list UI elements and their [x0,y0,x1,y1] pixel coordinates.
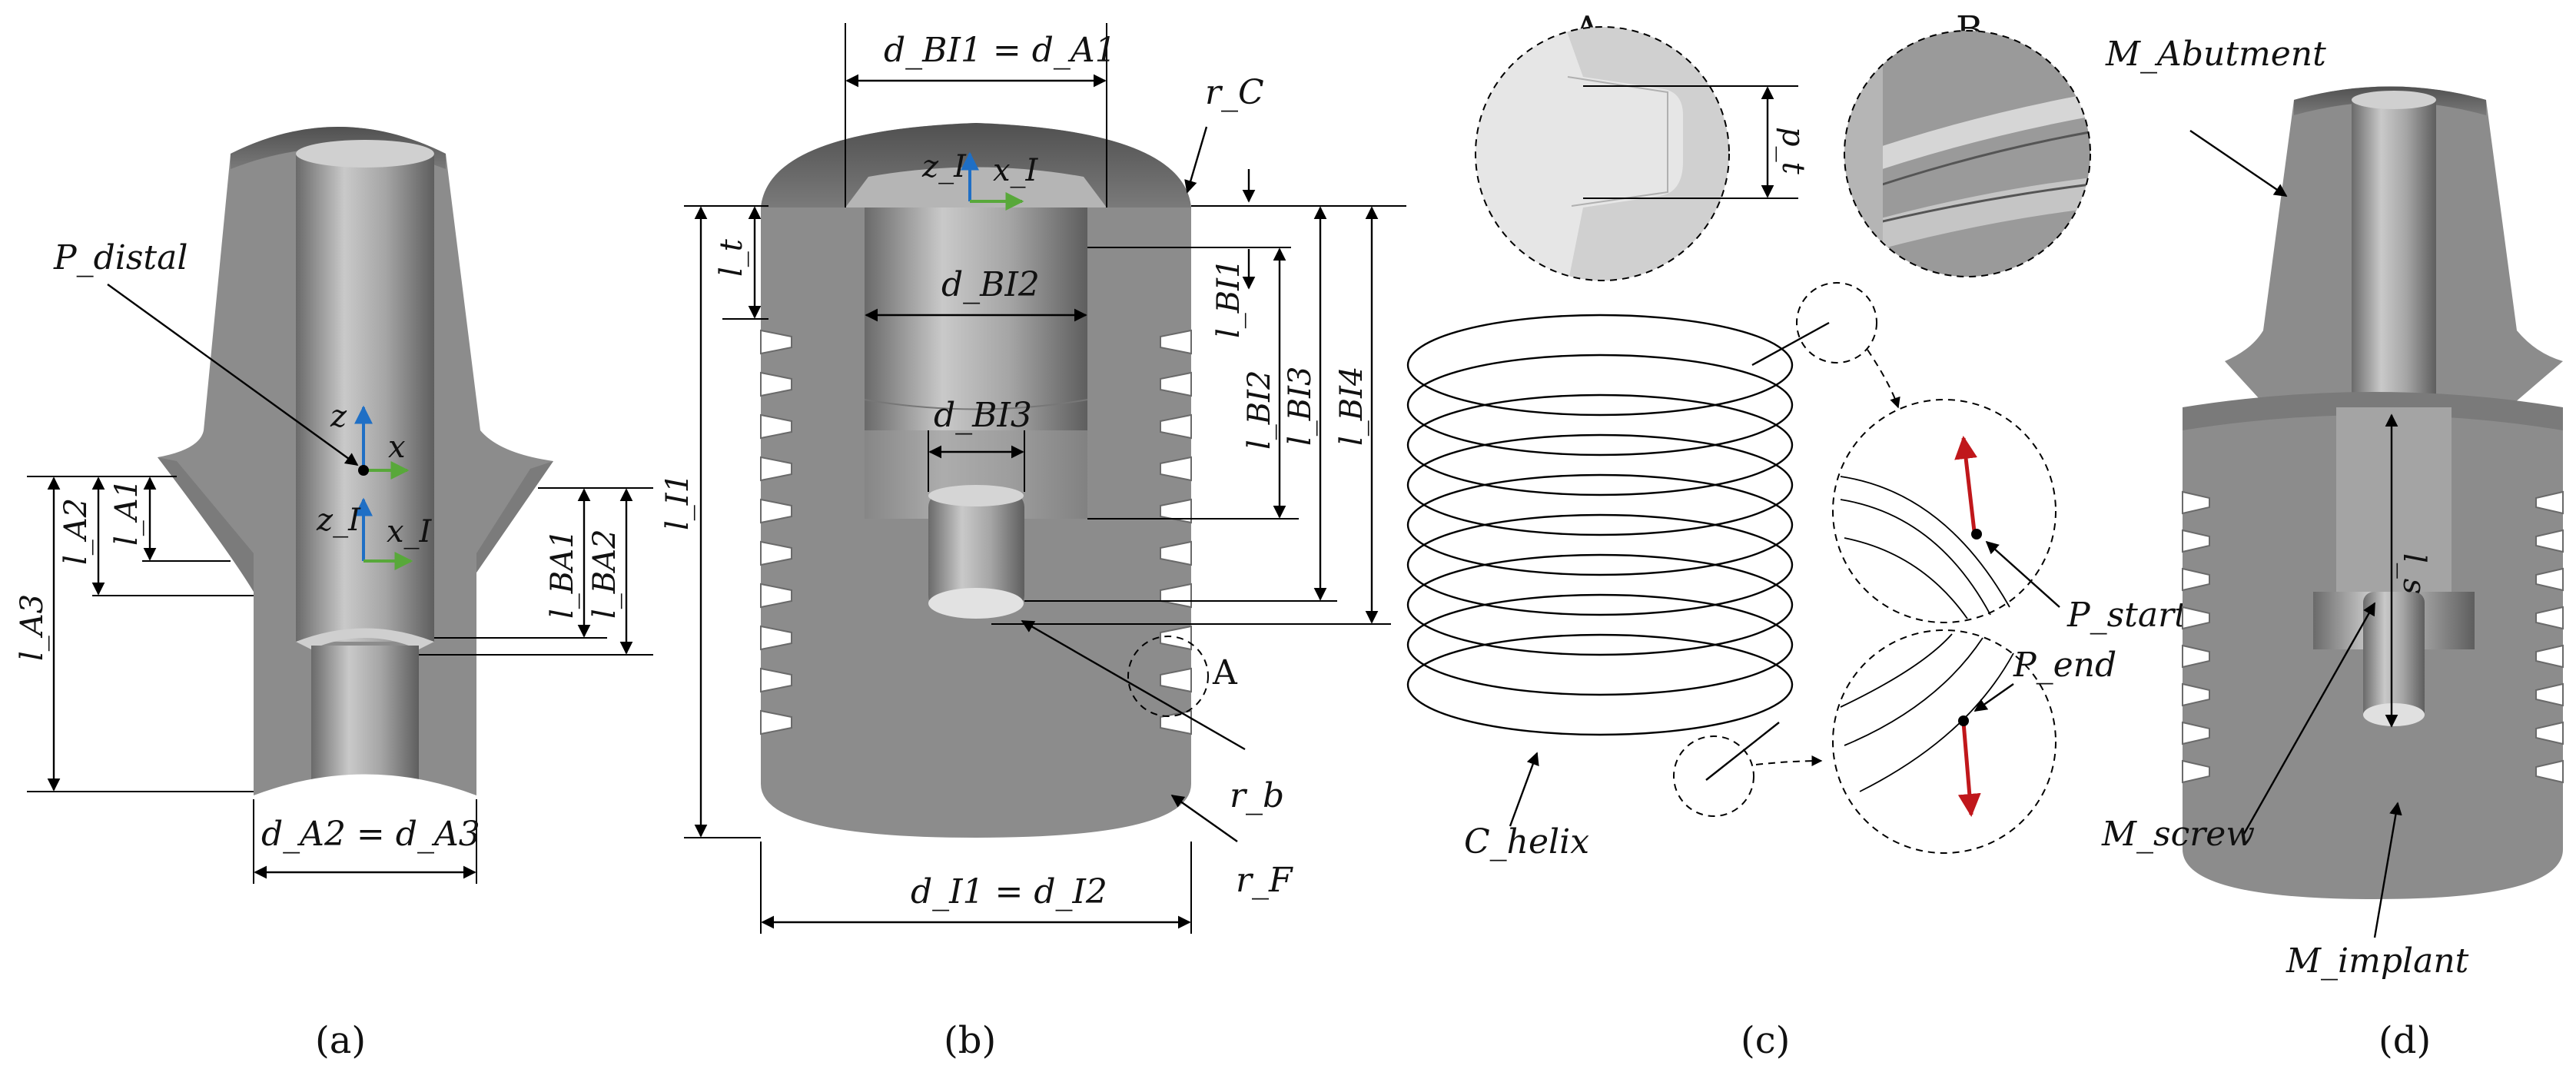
p-start-leader [1985,540,2060,608]
l-i1-label: l_I1 [660,473,695,530]
dimensions-b-left: l_t l_I1 [660,205,768,838]
p-distal-leader [107,284,359,466]
caption-d: (d) [2378,1019,2431,1062]
l-a2-label: l_A2 [58,498,94,565]
implant-body [761,123,1191,838]
start-direction-arrow [1954,436,1977,539]
r-f-label: r_F [1236,861,1293,900]
p-distal-label: P_distal [53,238,188,277]
l-a3-label: l_A3 [15,594,50,661]
axis-zi-label-b: z_I [921,149,967,184]
m-implant-label: M_implant [2286,941,2469,981]
dimensions-b-right: l_BI1 l_BI2 l_BI3 l_BI4 [991,205,1406,625]
implant-bore-lower [928,492,1024,611]
l-bi1-label: l_BI1 [1211,259,1247,338]
m-implant-leader [2373,802,2402,938]
caption-a: (a) [315,1019,366,1062]
m-abutment-leader [2189,130,2288,197]
d-i1-i2-label: d_I1 = d_I2 [911,872,1107,911]
detail-b-view [1844,30,2091,277]
axis-xi-label: x_I [387,514,433,549]
r-f-leader [1170,795,1238,842]
l-ba2-label: l_BA2 [587,529,622,619]
zoom-start-marker [1796,282,1877,364]
p-distal-point [358,465,369,476]
p-end-label: P_end [2013,646,2116,685]
l-a1-label: l_A1 [109,479,144,546]
l-bi3-label: l_BI3 [1283,367,1318,446]
dimensions-a-right: l_BA1 l_BA2 [419,487,653,656]
m-screw-label: M_screw [2101,815,2255,854]
zoom-end-view [1832,629,2056,854]
detail-a-marker [1127,636,1209,717]
l-bi4-label: l_BI4 [1334,367,1369,446]
r-b-label: r_b [1230,776,1284,815]
panel-a: z x z_I x_I P_distal l_A3 l_A2 l_A1 [15,127,653,1062]
thread-notches-d [2182,490,2564,784]
m-screw-leader [2242,602,2376,835]
p-end-point [1958,715,1969,726]
detail-a-marker-label: A [1212,653,1238,692]
p-end-leader [1973,683,2014,712]
c-helix-leader [1509,752,1539,827]
r-c-leader [1184,126,1208,194]
detail-a-view: p_t [1475,26,1811,281]
dimension-a-bottom: d_A2 = d_A3 [253,799,480,884]
zoom-start-view [1832,399,2056,623]
l-ba1-label: l_BA1 [545,529,580,619]
axis-zi-label: z_I [316,503,361,538]
caption-c: (c) [1741,1019,1790,1062]
assembly-body [2183,86,2563,899]
l-s-label: l_s [2396,553,2432,594]
zoom-end-arrow [1755,755,1823,767]
axis-z-label: z [330,399,347,434]
m-abutment-label: M_Abutment [2105,35,2326,74]
coordinate-axes-a: z x z_I x_I [316,399,433,570]
d-bi3-label: d_BI3 [934,396,1032,435]
dimension-b-top: d_BI1 = d_A1 [845,23,1117,207]
dimension-b-bottom: d_I1 = d_I2 [760,842,1192,934]
screw-shank [2336,407,2452,592]
l-bi2-label: l_BI2 [1242,370,1277,450]
r-b-leader [1021,619,1246,751]
axis-x-label: x [388,430,406,465]
helix-curve [1406,314,1830,781]
d-a2-a3-label: d_A2 = d_A3 [261,815,480,854]
d-bi1-a1-label: d_BI1 = d_A1 [884,31,1117,70]
assembly-upper-bore [2352,100,2436,407]
abutment-bore [296,154,434,642]
end-direction-arrow [1957,722,1981,817]
thread-notches-b-left [760,329,792,735]
coordinate-axes-b: z_I x_I [921,149,1039,211]
r-c-label: r_C [1205,73,1264,112]
p-t-label: p_t [1775,127,1811,175]
panel-d: l_s M_Abutment M_screw M_implant (d) [2101,35,2564,1062]
axis-xi-label-b: x_I [993,153,1039,188]
panel-c: A B p_t [1406,8,2188,1062]
thread-notches-b-right [1160,329,1192,735]
p-start-point [1971,529,1982,539]
p-start-label: P_start [2066,596,2188,635]
zoom-start-arrow [1867,349,1900,409]
panel-b: z_I x_I d_BI1 = d_A1 r_C d_BI2 d_BI3 l_t… [660,23,1406,1062]
d-bi2-label: d_BI2 [941,265,1040,304]
c-helix-label: C_helix [1464,822,1589,862]
zoom-end-marker [1673,735,1754,817]
caption-b: (b) [944,1019,996,1062]
dimensions-a-left: l_A3 l_A2 l_A1 [15,476,254,792]
l-t-label: l_t [714,238,749,277]
abutment-body [158,127,553,795]
